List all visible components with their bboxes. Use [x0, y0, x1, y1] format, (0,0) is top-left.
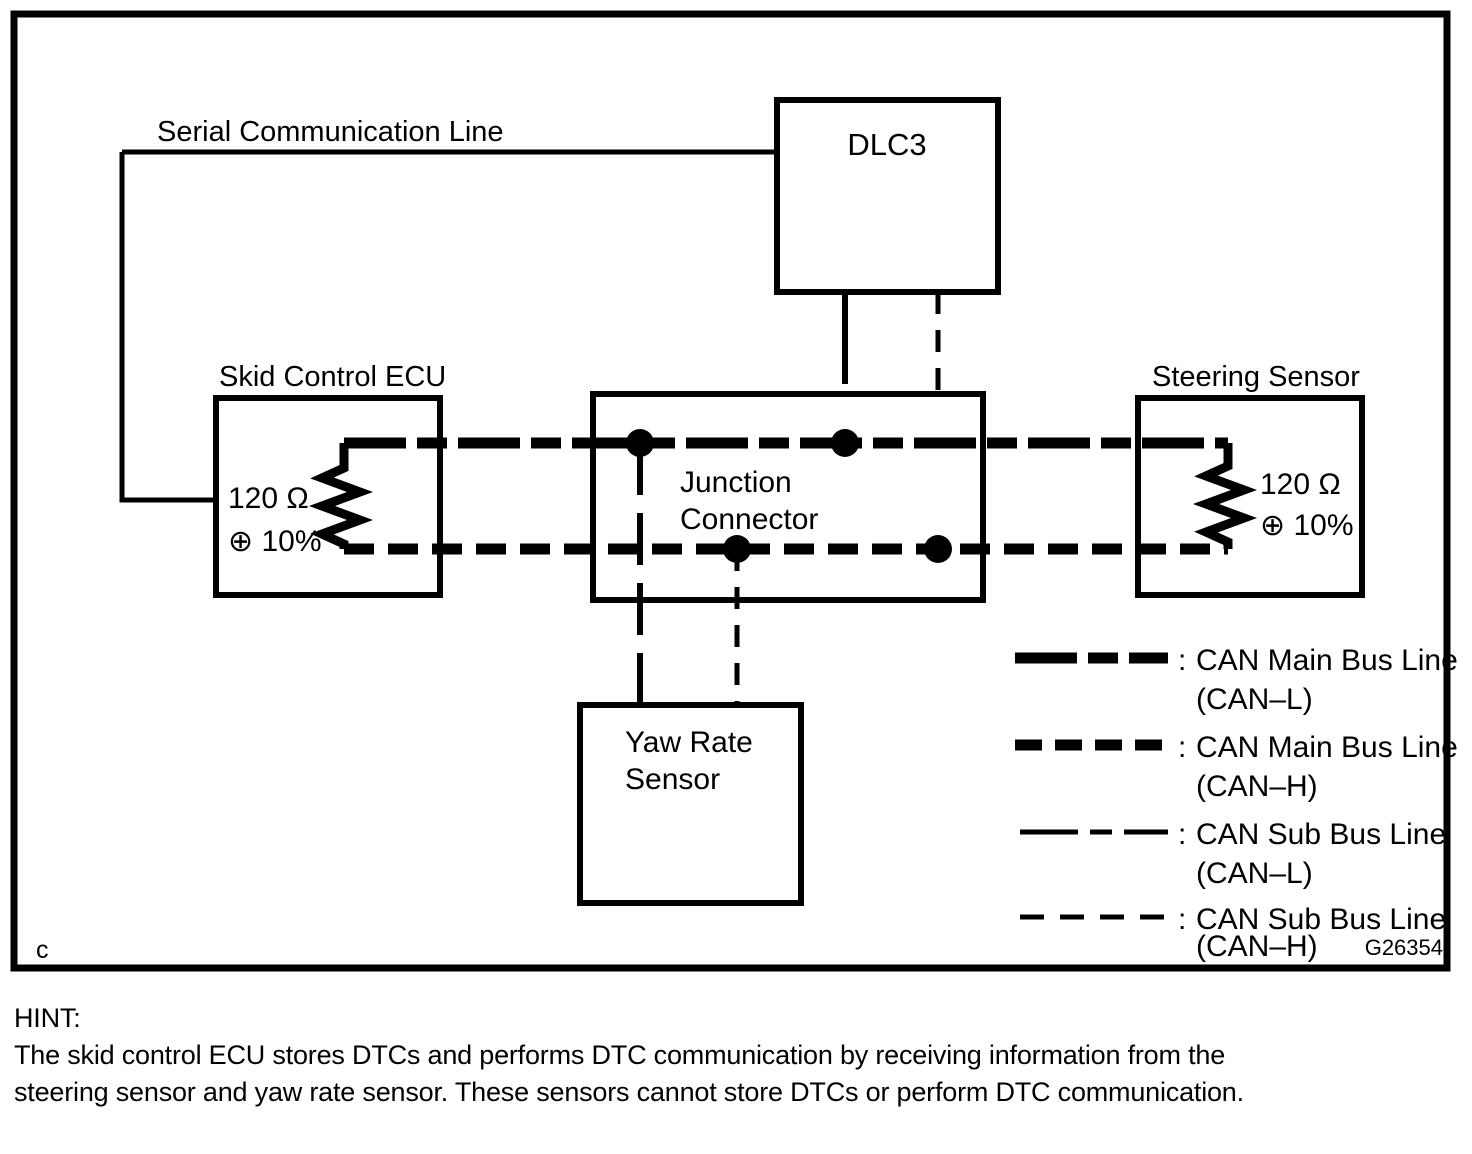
junction-connector-label-line2: Connector	[680, 503, 818, 536]
junction-connector-label-line1: Junction	[680, 466, 792, 499]
hint-line-2: steering sensor and yaw rate sensor. The…	[14, 1077, 1244, 1107]
junction-dot-canh-dlc3	[924, 535, 952, 563]
legend-label-3-line1: CAN Sub Bus Line	[1196, 818, 1446, 851]
skid-control-ecu-label: Skid Control ECU	[219, 361, 446, 393]
hint-title: HINT:	[14, 1003, 81, 1033]
yaw-rate-sensor-box	[577, 702, 804, 906]
steering-sensor-resistor-value: 120 Ω	[1260, 468, 1341, 501]
figure-code: G26354	[1365, 935, 1443, 960]
skid-ecu-terminator-resistor-icon	[308, 443, 374, 549]
yaw-rate-sensor-label-line2: Sensor	[625, 763, 720, 796]
can-bus-wiring-diagram: Serial Communication Line DLC3 Skid Cont…	[10, 10, 1458, 972]
legend-label-3-line2: (CAN–L)	[1196, 857, 1313, 890]
dlc3-box	[774, 97, 1001, 295]
steering-sensor-label: Steering Sensor	[1152, 361, 1360, 393]
legend-label-4-line1: CAN Sub Bus Line	[1196, 903, 1446, 936]
steering-sensor-box	[1135, 395, 1365, 598]
legend-label-4-line2: (CAN–H)	[1196, 930, 1318, 963]
junction-dot-canl-dlc3	[831, 429, 859, 457]
yaw-rate-sensor-label-line1: Yaw Rate	[625, 726, 753, 759]
legend-separator-3: :	[1178, 818, 1186, 851]
legend-separator-2: :	[1178, 731, 1186, 764]
dlc3-label: DLC3	[847, 127, 926, 162]
skid-ecu-resistor-value: 120 Ω	[228, 482, 309, 515]
steering-sensor-terminator-resistor-icon	[1192, 443, 1258, 549]
serial-communication-line-label: Serial Communication Line	[157, 116, 504, 148]
legend-label-1-line1: CAN Main Bus Line	[1196, 644, 1458, 677]
serial-communication-line-drop	[119, 152, 216, 503]
hint-line-1: The skid control ECU stores DTCs and per…	[14, 1040, 1226, 1070]
steering-sensor-resistor-tolerance: ⊕ 10%	[1260, 509, 1354, 542]
legend-label-2-line1: CAN Main Bus Line	[1196, 731, 1458, 764]
figure-corner-mark: c	[36, 936, 49, 964]
junction-connector-box	[590, 391, 986, 603]
skid-ecu-resistor-tolerance: ⊕ 10%	[228, 525, 322, 558]
hint-block: HINT: The skid control ECU stores DTCs a…	[14, 1000, 1458, 1111]
legend-label-2-line2: (CAN–H)	[1196, 770, 1318, 803]
legend-label-1-line2: (CAN–L)	[1196, 683, 1313, 716]
junction-dot-canl-yaw	[626, 429, 654, 457]
legend-separator-1: :	[1178, 644, 1186, 677]
skid-control-ecu-box	[213, 395, 443, 598]
junction-dot-canh-yaw	[723, 535, 751, 563]
legend-separator-4: :	[1178, 903, 1186, 936]
